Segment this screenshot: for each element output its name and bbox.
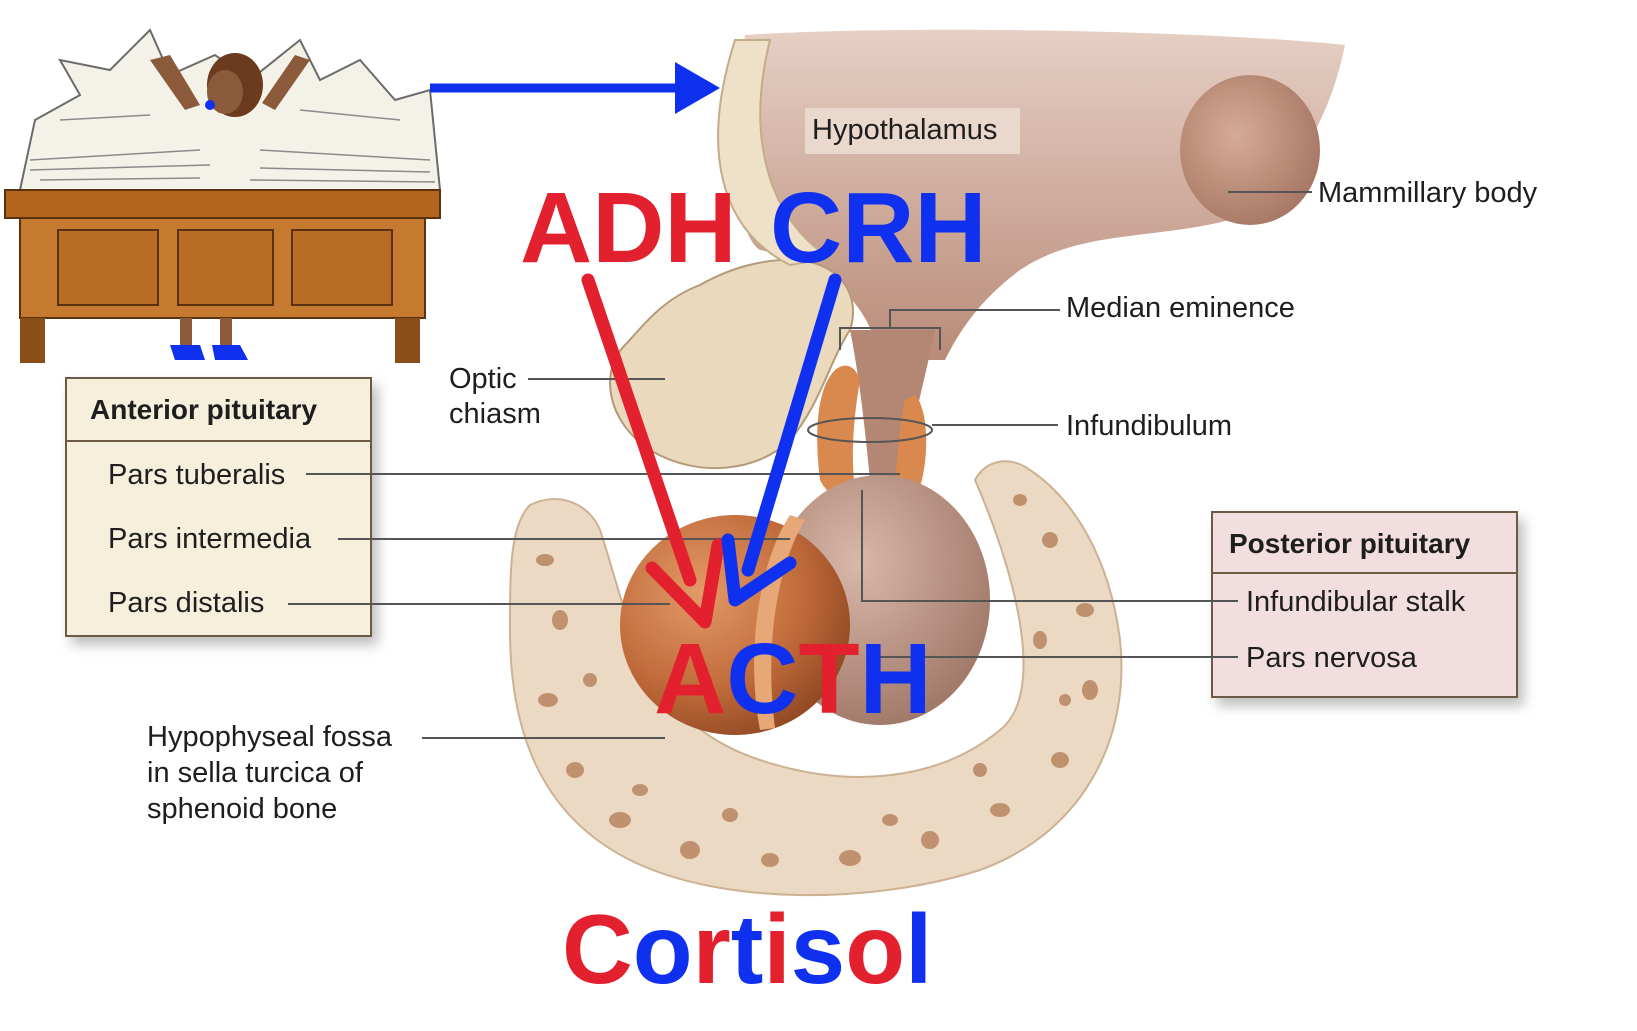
pars-tuberalis-label: Pars tuberalis	[108, 459, 285, 491]
cortisol-label: Cortisol	[562, 894, 932, 1004]
pars-intermedia-label: Pars intermedia	[108, 523, 312, 555]
hypophyseal-fossa-label-line3: sphenoid bone	[147, 793, 337, 825]
cortisol-letter-0: C	[562, 894, 633, 1004]
stress-to-hypothalamus-arrow	[430, 62, 720, 114]
cortisol-letter-5: s	[791, 894, 846, 1004]
cortisol-letter-4: i	[763, 894, 790, 1004]
anterior-pituitary-title: Anterior pituitary	[90, 394, 318, 425]
infundibulum-label: Infundibulum	[1066, 410, 1232, 442]
median-eminence-label: Median eminence	[1066, 292, 1295, 324]
cortisol-letter-6: o	[845, 894, 905, 1004]
anatomy-illustration	[510, 30, 1345, 895]
crh-label: CRH	[770, 172, 987, 284]
acth-label: ACTH	[654, 623, 932, 735]
hypothalamus-label: Hypothalamus	[812, 114, 997, 146]
desk-top	[5, 190, 440, 218]
cortisol-letter-7: l	[905, 894, 932, 1004]
acth-letter-0: A	[654, 623, 726, 735]
pars-nervosa-label: Pars nervosa	[1246, 642, 1418, 674]
acth-letter-3: H	[860, 623, 932, 735]
posterior-pituitary-box: Posterior pituitary Infundibular stalk P…	[1212, 512, 1517, 697]
adh-label: ADH	[520, 172, 737, 284]
cortisol-letter-2: r	[693, 894, 731, 1004]
mammillary-body-label: Mammillary body	[1318, 177, 1538, 209]
anterior-pituitary-box: Anterior pituitary Pars tuberalis Pars i…	[66, 378, 371, 636]
optic-chiasm-label-line2: chiasm	[449, 398, 541, 430]
acth-letter-2: T	[798, 623, 859, 735]
cortisol-letter-3: t	[731, 894, 764, 1004]
acth-letter-1: C	[726, 623, 798, 735]
cortisol-letter-1: o	[633, 894, 693, 1004]
posterior-pituitary-title: Posterior pituitary	[1229, 528, 1471, 559]
hypophyseal-fossa-label-line1: Hypophyseal fossa	[147, 721, 393, 753]
hypophyseal-fossa-label-line2: in sella turcica of	[147, 757, 364, 789]
stressed-woman-at-desk-clipart	[5, 30, 440, 363]
pars-distalis-label: Pars distalis	[108, 587, 264, 619]
mammillary-body	[1180, 75, 1320, 225]
optic-chiasm-label-line1: Optic	[449, 363, 517, 395]
infundibular-stalk-label: Infundibular stalk	[1246, 586, 1466, 618]
